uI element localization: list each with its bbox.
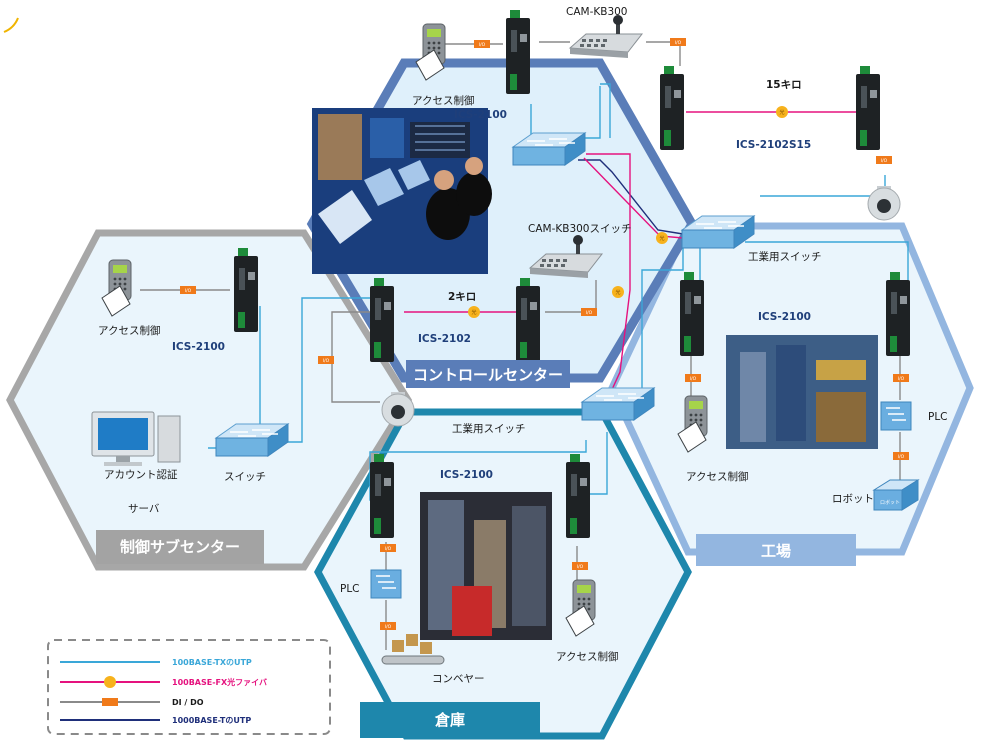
ics-2102-right (516, 278, 540, 362)
legend-tx-label: 100BASE-TXのUTP (172, 658, 252, 667)
ics-device-top (506, 10, 530, 94)
fiber-dot-label-0: 光 (779, 109, 784, 116)
cam-kb300-switch-label: CAM-KB300スイッチ (528, 223, 632, 235)
banner-sub-label: 制御サブセンター (120, 538, 240, 556)
io-tag-2 (180, 286, 196, 294)
legend-fiber-dot (104, 676, 116, 688)
io-tag-label-10: I/O (385, 624, 392, 630)
legend: 100BASE-TXのUTP 100BASE-FX光ファイバ DI / DO 1… (47, 639, 331, 735)
robot-text: ロボット (832, 493, 874, 505)
io-tag-3 (318, 356, 334, 364)
io-tag-6 (685, 374, 701, 382)
io-tag-label-5: I/O (881, 158, 888, 164)
plc-wh-device (370, 569, 402, 599)
io-tag-label-3: I/O (323, 358, 330, 364)
ics-wh-label: ICS-2100 (440, 469, 493, 481)
fiber-dot-label-3: 光 (615, 289, 620, 296)
io-tag-8 (893, 452, 909, 460)
ics-device-factory-right (886, 272, 910, 356)
banner-warehouse: 倉庫 (360, 702, 540, 738)
io-tag-label-11: I/O (577, 564, 584, 570)
ics-2102s15-right (856, 66, 880, 150)
fiber-dot-label-1: 光 (471, 309, 476, 316)
ptz-camera-factory (867, 185, 901, 221)
distance-2km-label: 2キロ (448, 291, 476, 303)
control-room-image (312, 108, 492, 274)
distance-15km-label: 15キロ (766, 79, 802, 91)
ics-device-wh-right (566, 454, 590, 538)
io-tag-label-7: I/O (898, 376, 905, 382)
fiber-dot-0 (776, 106, 788, 118)
io-tag-11 (572, 562, 588, 570)
banner-control-label: コントロールセンター (413, 366, 563, 384)
legend-fx-label: 100BASE-FX光ファイバ (172, 677, 267, 687)
banner-factory-label: 工場 (761, 542, 791, 560)
plc-factory-device (880, 401, 912, 431)
io-tags: I/O I/O I/O I/O I/O I/O I/O I/O I/O I/O I/O I/O (180, 38, 909, 630)
industrial-switch-right-label: 工業用スイッチ (748, 250, 822, 263)
fiber-dot-1 (468, 306, 480, 318)
plc-factory-label: PLC (928, 411, 948, 423)
server-label: サーバ (128, 503, 160, 515)
access-factory-label: アクセス制御 (686, 470, 748, 483)
hex-sub-center (6, 229, 413, 571)
access-wh-label: アクセス制御 (556, 650, 618, 663)
ics-device-factory-left (680, 272, 704, 356)
io-tag-5 (876, 156, 892, 164)
plc-wh-label: PLC (340, 583, 360, 595)
io-tag-label-6: I/O (690, 376, 697, 382)
fiber-dot-label-2: 光 (659, 235, 664, 242)
connections (140, 41, 909, 650)
banner-warehouse-label: 倉庫 (434, 711, 465, 729)
cam-kb300-label: CAM-KB300 (566, 6, 628, 18)
robot-box-label: ロボット (880, 499, 900, 506)
io-tag-label-0: I/O (479, 42, 486, 48)
io-tag-4 (581, 308, 597, 316)
industrial-switch-wh-label: 工業用スイッチ (452, 422, 526, 435)
conveyor-label: コンベヤー (432, 673, 485, 685)
io-tag-1 (670, 38, 686, 46)
robot-device (872, 479, 920, 511)
io-tag-label-1: I/O (675, 40, 682, 46)
access-top-label: アクセス制御 (412, 94, 474, 107)
ics-2102s15-label: ICS-2102S15 (736, 139, 811, 151)
access-sub-label: アクセス制御 (98, 324, 160, 337)
switch-sub-label: スイッチ (224, 471, 266, 483)
banner-factory: 工場 (696, 534, 856, 566)
legend-1000-label: 1000BASE-TのUTP (172, 716, 251, 725)
io-tag-0 (474, 40, 490, 48)
ics-device-sub (234, 248, 258, 332)
pc-monitor (91, 411, 181, 466)
ics-top-label: ICS-2100 (454, 109, 507, 121)
io-tag-9 (380, 544, 396, 552)
ics-2102-left (370, 278, 394, 362)
ics-device-wh-left (370, 454, 394, 538)
legend-dido-label: DI / DO (172, 698, 204, 707)
factory-image (726, 335, 878, 449)
corner-accent (3, 17, 19, 33)
banner-control: コントロールセンター (406, 360, 570, 388)
ics-factory-label: ICS-2100 (758, 311, 811, 323)
io-tag-7 (893, 374, 909, 382)
io-tag-10 (380, 622, 396, 630)
fiber-dot-2 (656, 232, 668, 244)
ics-sub-label: ICS-2100 (172, 341, 225, 353)
io-tag-label-8: I/O (898, 454, 905, 460)
ics-2102s15-left (660, 66, 684, 150)
cam-kb300-keyboard (569, 14, 643, 59)
io-tag-label-4: I/O (586, 310, 593, 316)
io-tag-label-2: I/O (185, 288, 192, 294)
banner-sub: 制御サブセンター (96, 530, 264, 564)
account-auth-label: アカウント認証 (104, 468, 178, 481)
conveyor-device (381, 634, 445, 665)
io-tag-label-9: I/O (385, 546, 392, 552)
fiber-dot-3 (612, 286, 624, 298)
legend-io-tag (102, 698, 118, 706)
warehouse-image (420, 492, 552, 640)
ics-2102-label: ICS-2102 (418, 333, 471, 345)
